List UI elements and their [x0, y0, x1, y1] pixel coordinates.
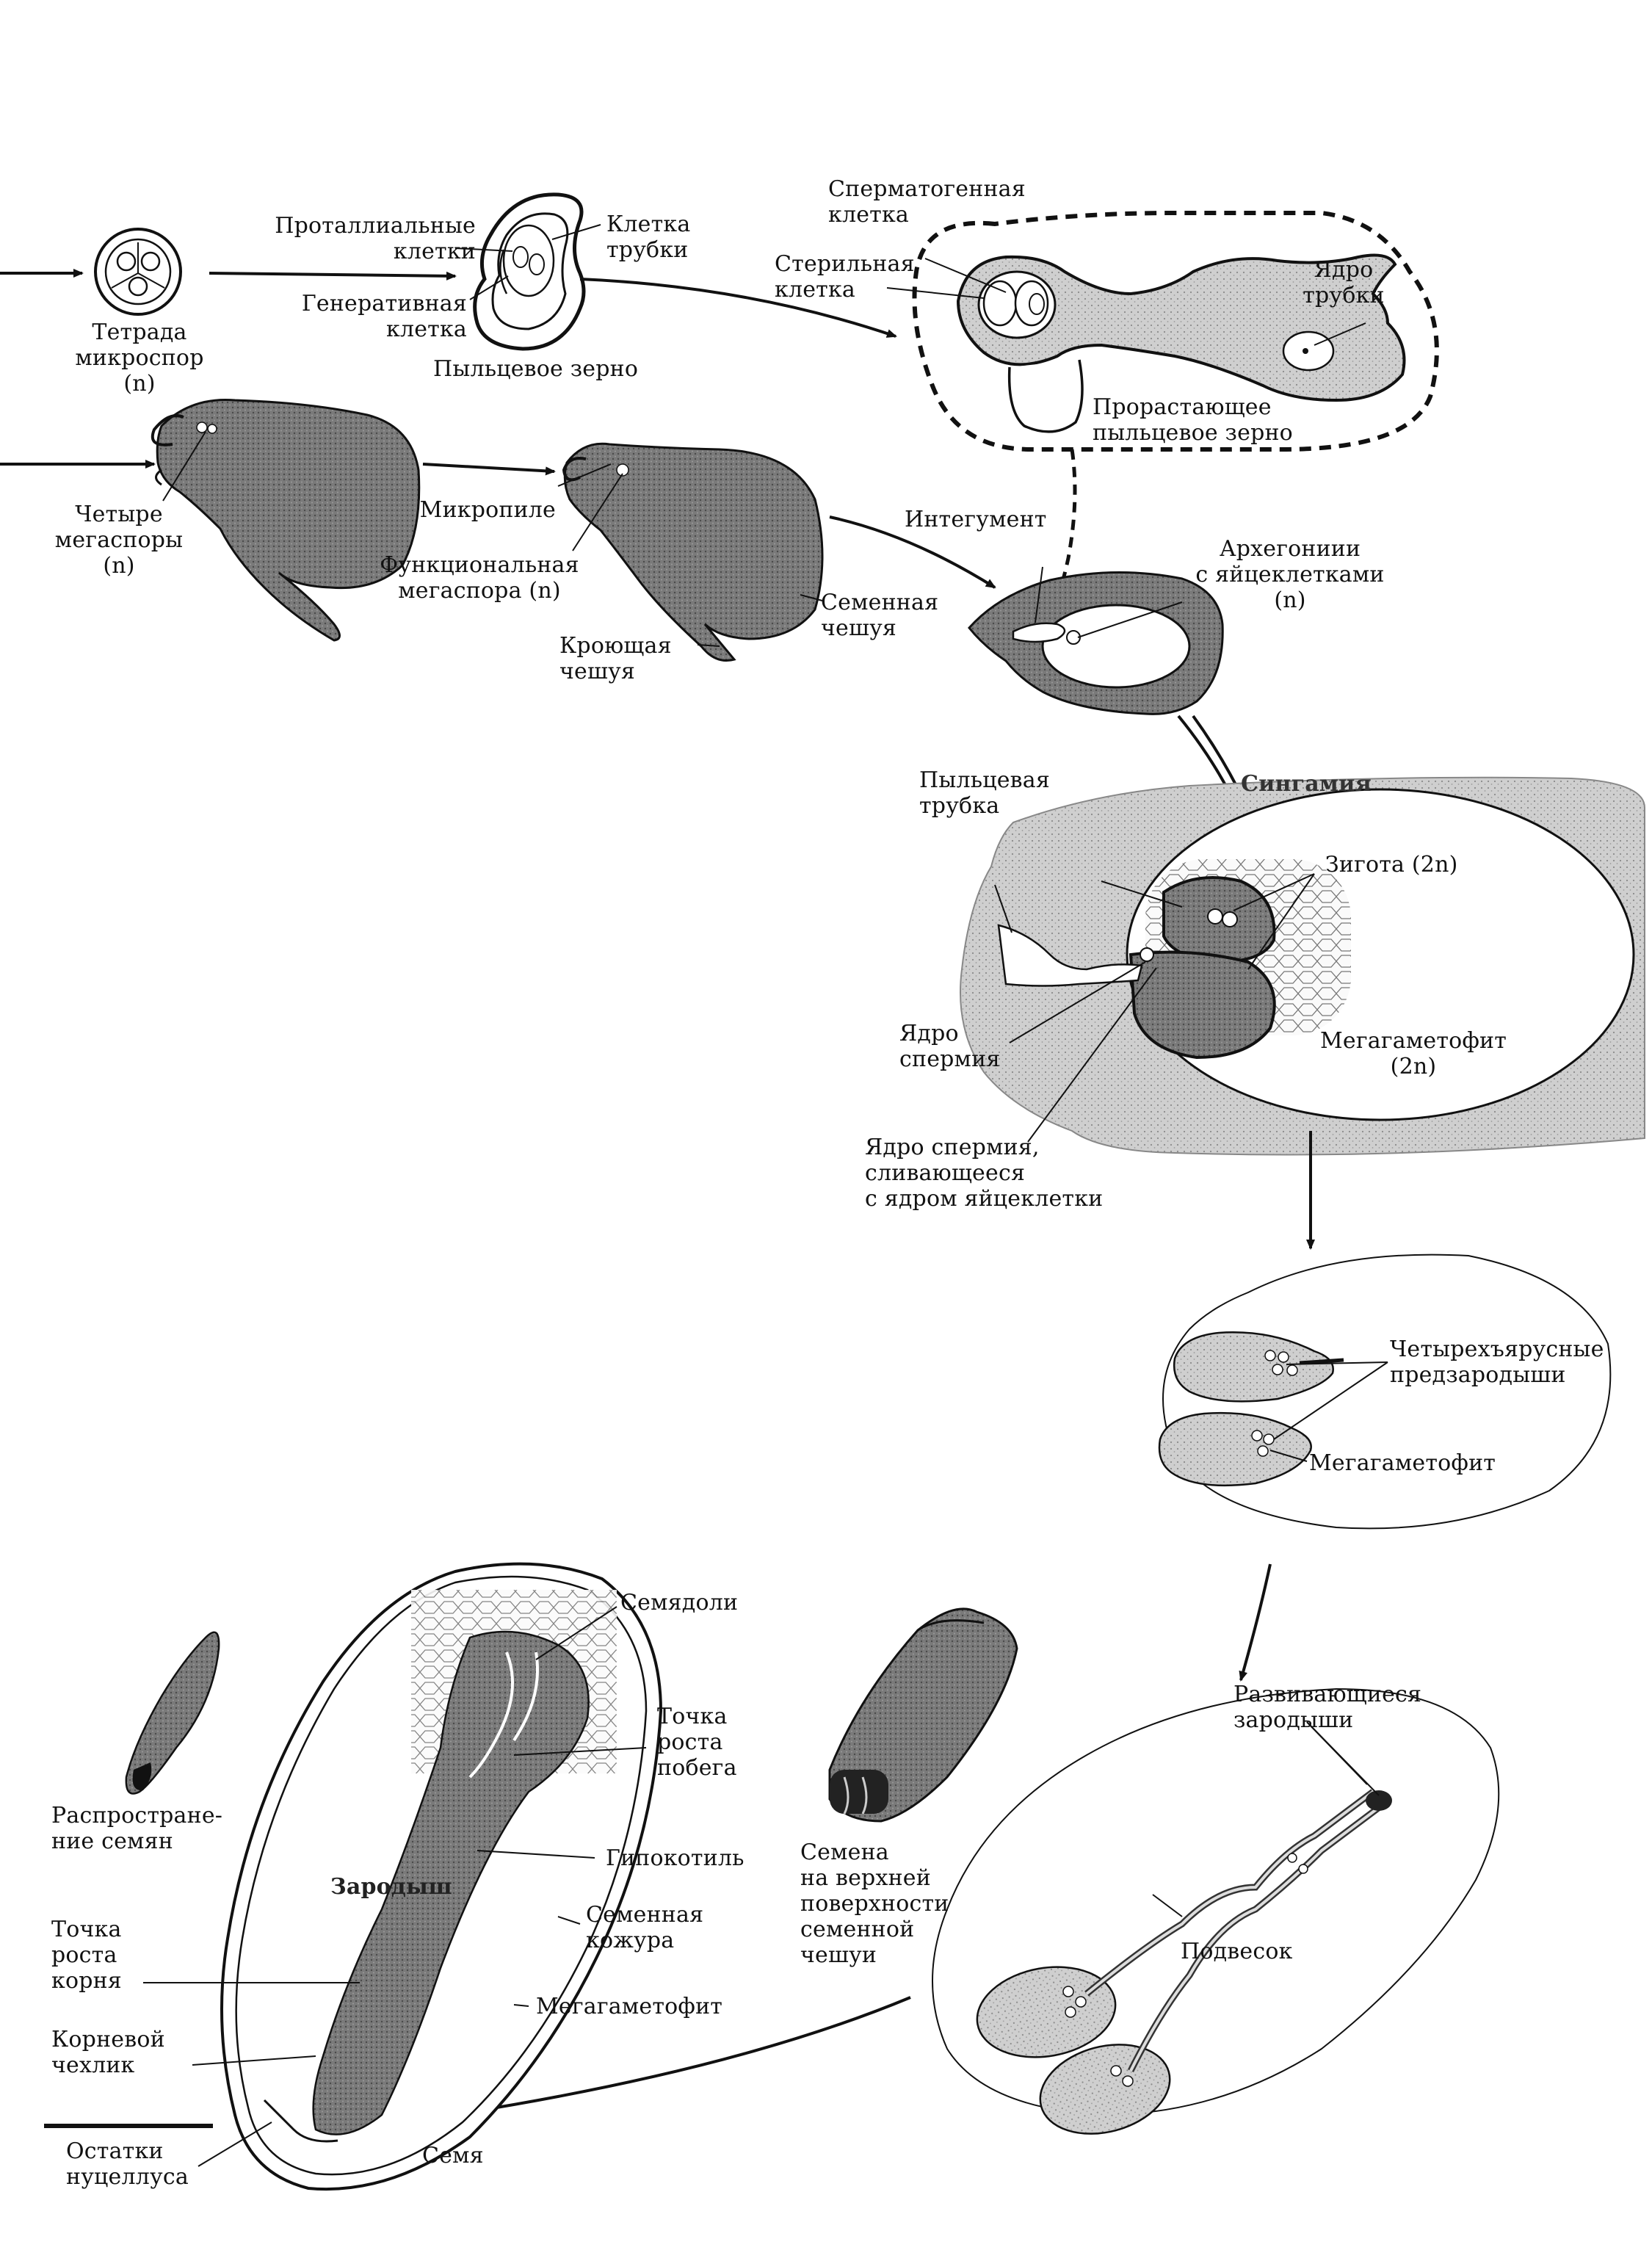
label-zygote: Зигота (2n): [1325, 852, 1458, 878]
label-developing-embryos: Развивающиеся зародыши: [1233, 1682, 1422, 1733]
label-hypocotyl: Гипокотиль: [606, 1845, 745, 1871]
ovule-four-megaspores: [0, 398, 421, 642]
label-syngamy: Сингамия: [1241, 771, 1372, 797]
label-tube-nucleus: Ядро трубки: [1303, 257, 1385, 308]
seed-longitudinal-section: [143, 1562, 663, 2191]
label-bract-scale: Кроющая чешуя: [559, 633, 672, 684]
label-megagametophyte-proembryo: Мегагаметофит: [1309, 1450, 1496, 1476]
label-germinating-pollen: Прорастающее пыльцевое зерно: [1093, 394, 1293, 446]
developing-embryos: [932, 1688, 1500, 2135]
label-integument: Интегумент: [905, 507, 1047, 532]
label-sperm-fusing: Ядро спермия, сливающееся с ядром яйцекл…: [865, 1135, 1104, 1212]
label-cotyledons: Семядоли: [620, 1590, 739, 1616]
ovule-functional-megaspore: [557, 442, 824, 662]
label-micropyle: Микропиле: [419, 497, 556, 523]
label-seeds-on-scale: Семена на верхней поверхности семенной ч…: [800, 1840, 949, 1968]
seed-on-scale: [828, 1607, 1018, 1823]
label-suspensor: Подвесок: [1181, 1939, 1293, 1964]
label-proembryos: Четырехъярусные предзародыши: [1390, 1336, 1604, 1388]
label-seed-scale: Семенная чешуя: [821, 590, 939, 641]
label-pollen-tube: Пыльцевая трубка: [919, 767, 1050, 819]
label-tube-cell: Клетка трубки: [606, 211, 691, 263]
label-sperm-nucleus: Ядро спермия: [899, 1021, 1001, 1072]
label-functional-megaspore: Функциональная мегаспора (n): [380, 552, 579, 604]
microspore-tetrad: [0, 228, 182, 316]
label-megagametophyte-seed: Мегагаметофит: [536, 1994, 723, 2019]
label-shoot-apex: Точка роста побега: [657, 1704, 737, 1781]
label-spermatogenous-cell: Сперматогенная клетка: [828, 176, 1026, 228]
label-nucellus-remains: Остатки нуцеллуса: [66, 2138, 189, 2190]
label-tetrad: Тетрада микроспор (n): [75, 319, 204, 397]
label-root-apex: Точка роста корня: [51, 1917, 122, 1994]
label-sterile-cell: Стерильная клетка: [775, 251, 915, 303]
label-archegonia: Архегониии с яйцеклетками (n): [1195, 536, 1385, 613]
ovule-archegonia: [968, 566, 1224, 715]
pollen-grain: [454, 192, 601, 351]
syngamy-section: [960, 776, 1645, 1156]
label-generative-cell: Генеративная клетка: [301, 291, 467, 342]
germinating-pollen-grain: [886, 211, 1439, 452]
label-seed-coat: Семенная кожура: [586, 1902, 704, 1953]
label-seed: Семя: [422, 2143, 484, 2168]
label-prothallial-cells: Проталлиальные клетки: [275, 213, 476, 264]
label-megagametophyte-2n: Мегагаметофит (2n): [1319, 1028, 1507, 1079]
label-pollen-grain: Пыльцевое зерно: [433, 356, 639, 382]
label-seed-dispersal: Распростране- ние семян: [51, 1803, 223, 1854]
label-four-megaspores: Четыре мегаспоры (n): [54, 502, 184, 579]
proembryos: [1158, 1254, 1612, 1530]
label-root-cap: Корневой чехлик: [51, 2027, 165, 2078]
dispersed-seed: [125, 1631, 220, 1795]
label-embryo: Зародыш: [330, 1874, 452, 1900]
